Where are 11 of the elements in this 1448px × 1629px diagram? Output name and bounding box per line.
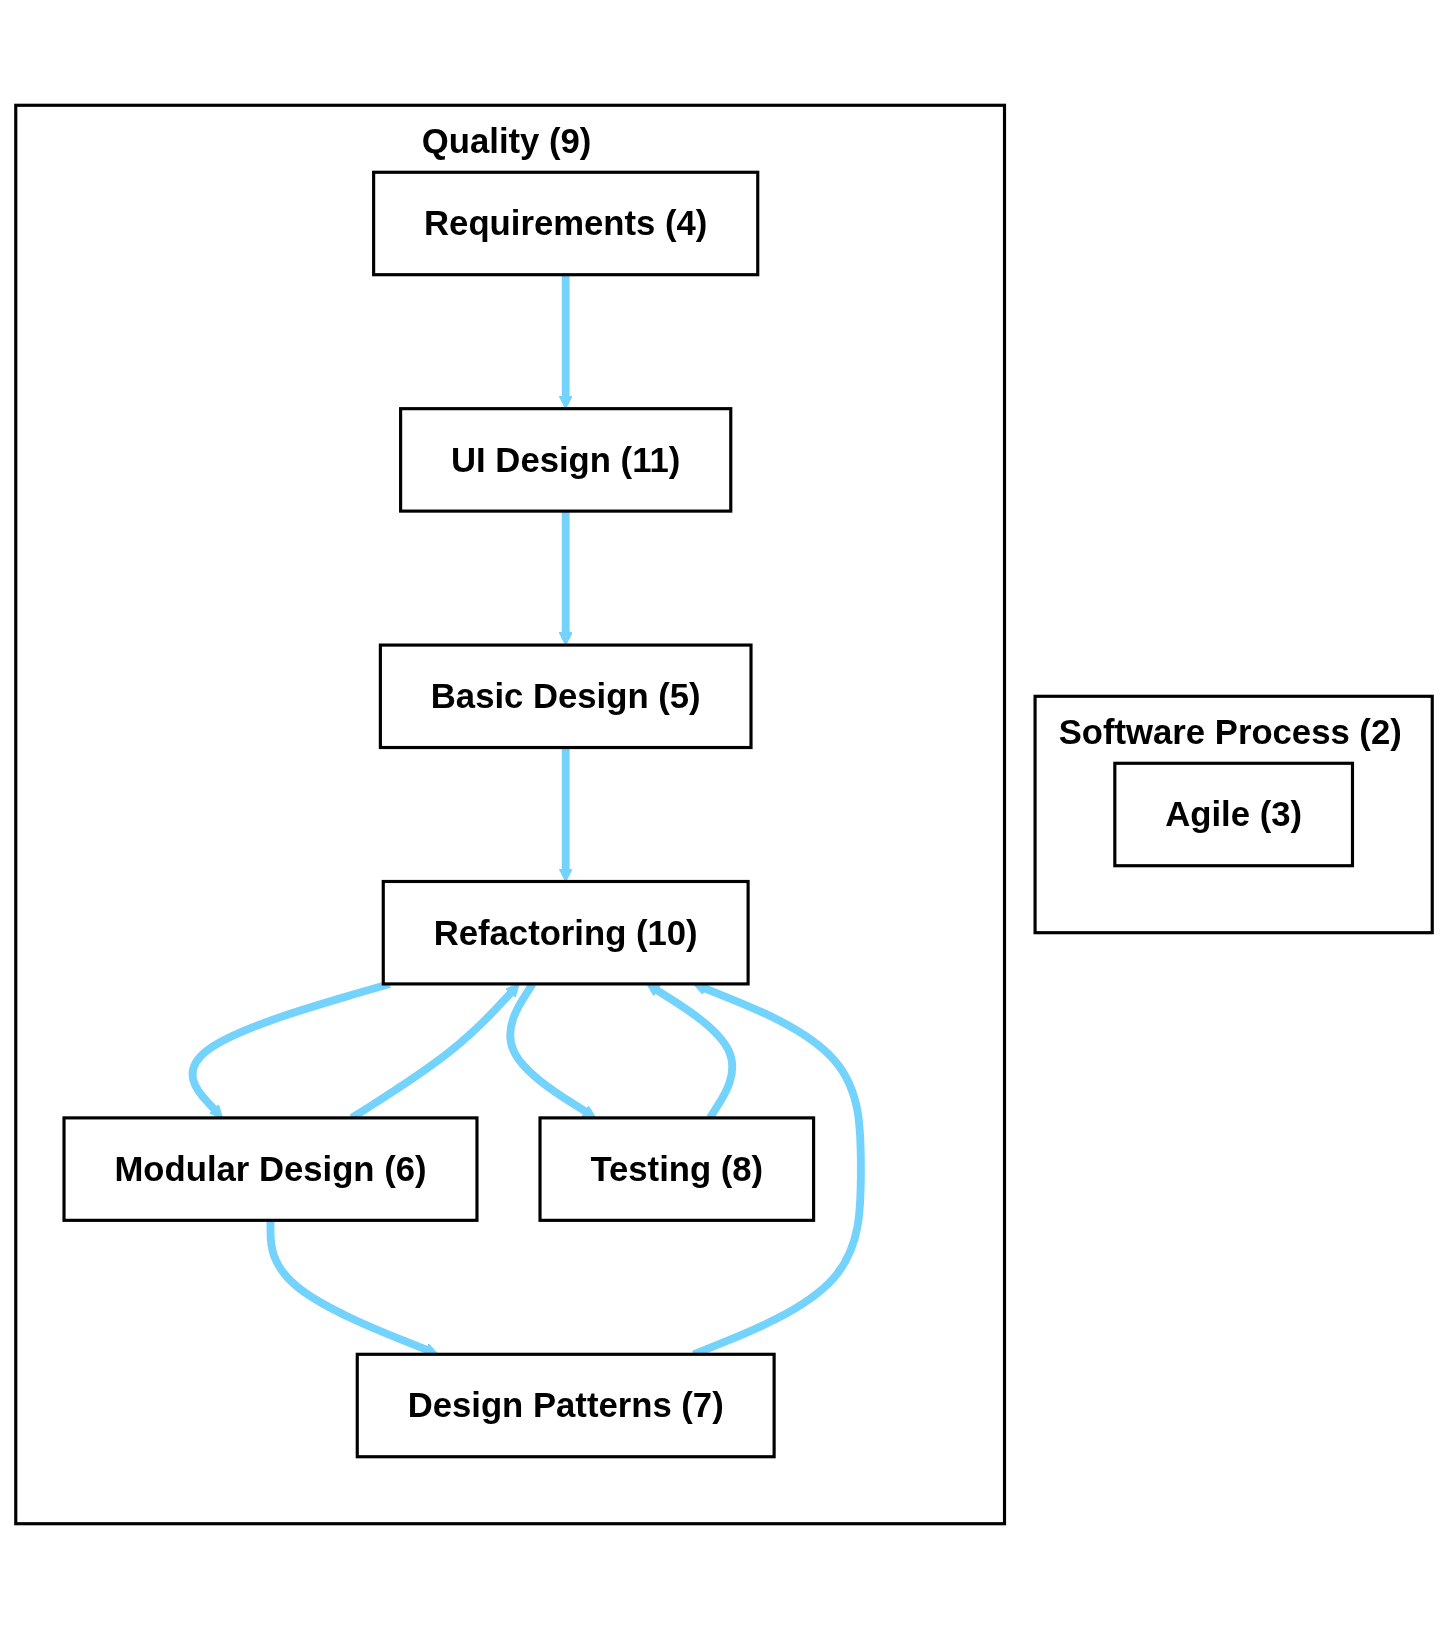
arrow — [558, 274, 573, 410]
arrow — [558, 511, 573, 646]
node-box: Refactoring (10) — [381, 879, 750, 986]
node-box: Agile (3) — [1113, 761, 1355, 868]
node-box: Modular Design (6) — [62, 1116, 479, 1222]
node-box: Testing (8) — [538, 1116, 816, 1222]
arrow — [558, 747, 573, 883]
node-box: Design Patterns (7) — [355, 1352, 776, 1459]
node-box: Basic Design (5) — [378, 643, 753, 750]
node-box: UI Design (11) — [399, 407, 733, 513]
node-box: Requirements (4) — [372, 170, 760, 277]
